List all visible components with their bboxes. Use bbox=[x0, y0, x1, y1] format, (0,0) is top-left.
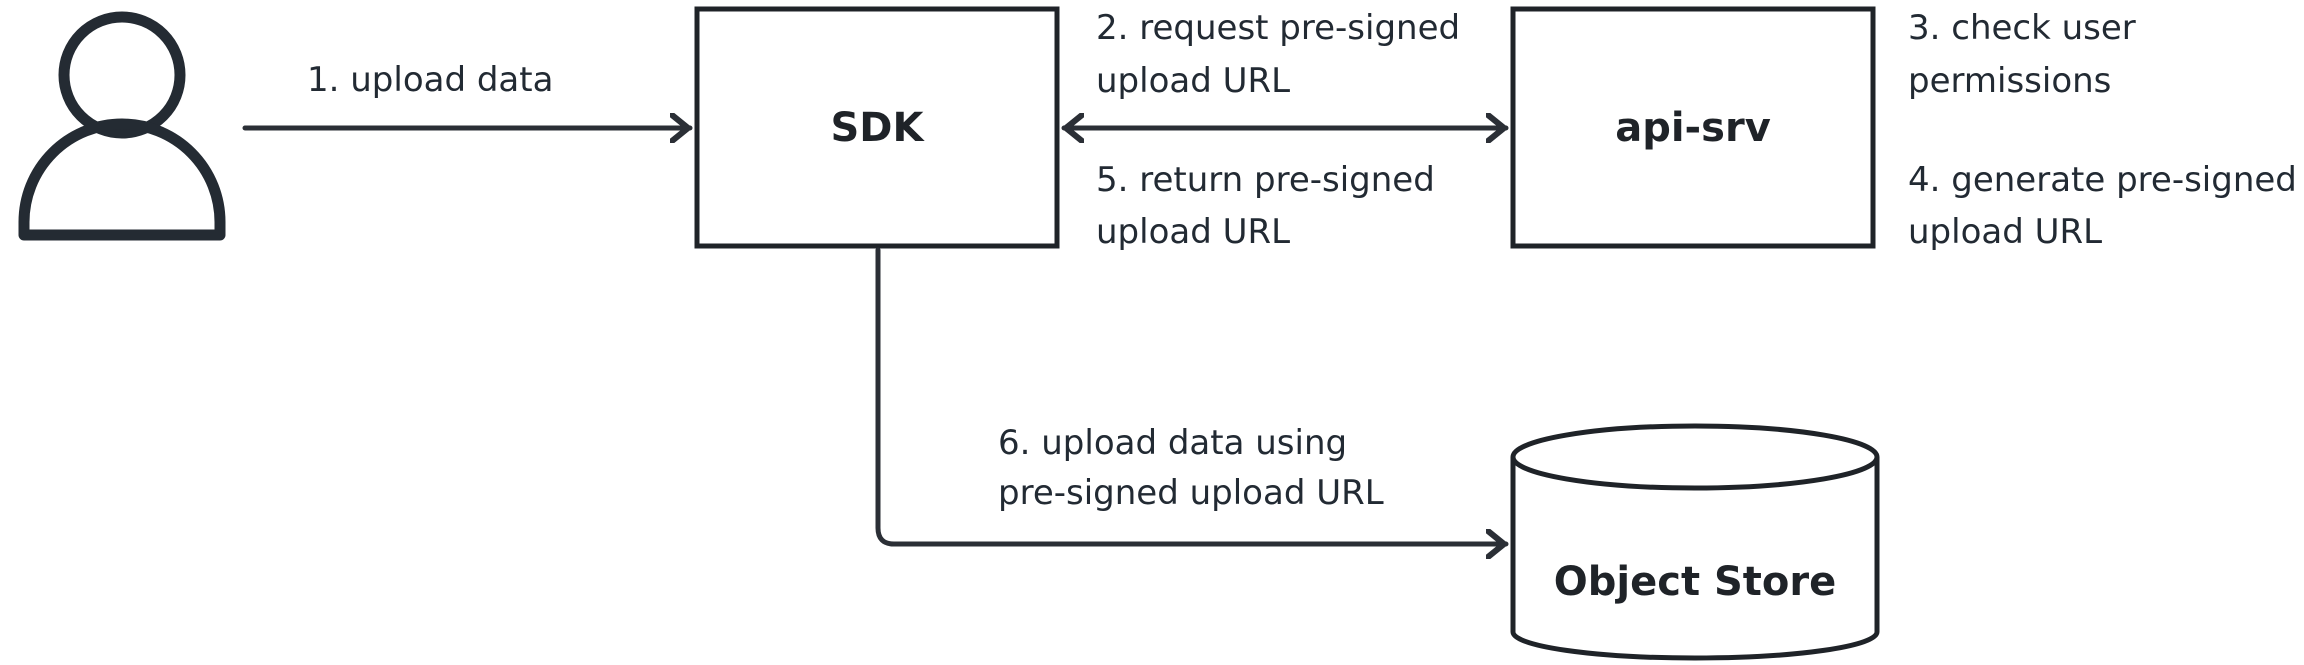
step-3-label: 3. check user permissions bbox=[1908, 8, 2136, 101]
object-store-label: Object Store bbox=[1554, 559, 1837, 605]
step-2-label: 2. request pre-signed upload URL bbox=[1096, 8, 1460, 101]
step-4-label: 4. generate pre-signed upload URL bbox=[1908, 160, 2297, 252]
step-1-text: 1. upload data bbox=[307, 60, 553, 100]
api-srv-node: api-srv bbox=[1510, 6, 1876, 249]
user-icon bbox=[18, 11, 226, 241]
sdk-node-label: SDK bbox=[830, 105, 925, 151]
step-5-line-2: upload URL bbox=[1096, 212, 1290, 252]
api-srv-node-label: api-srv bbox=[1615, 105, 1771, 151]
step-2-line-1: 2. request pre-signed bbox=[1096, 8, 1460, 48]
step-5-label: 5. return pre-signed upload URL bbox=[1096, 160, 1435, 252]
step-6-label: 6. upload data using pre-signed upload U… bbox=[998, 423, 1384, 513]
step-3-line-2: permissions bbox=[1908, 61, 2111, 101]
step-2-line-2: upload URL bbox=[1096, 61, 1290, 101]
step-4-line-2: upload URL bbox=[1908, 212, 2102, 252]
step-5-line-1: 5. return pre-signed bbox=[1096, 160, 1435, 200]
sdk-node: SDK bbox=[694, 6, 1060, 249]
step-1-label: 1. upload data bbox=[307, 60, 553, 100]
step-6-line-1: 6. upload data using bbox=[998, 423, 1347, 463]
step-6-line-2: pre-signed upload URL bbox=[998, 473, 1384, 513]
step-3-line-1: 3. check user bbox=[1908, 8, 2136, 48]
arrow-sdk-to-object-store bbox=[875, 247, 1509, 544]
step-4-line-1: 4. generate pre-signed bbox=[1908, 160, 2297, 200]
object-store-node: Object Store bbox=[1510, 423, 1880, 661]
